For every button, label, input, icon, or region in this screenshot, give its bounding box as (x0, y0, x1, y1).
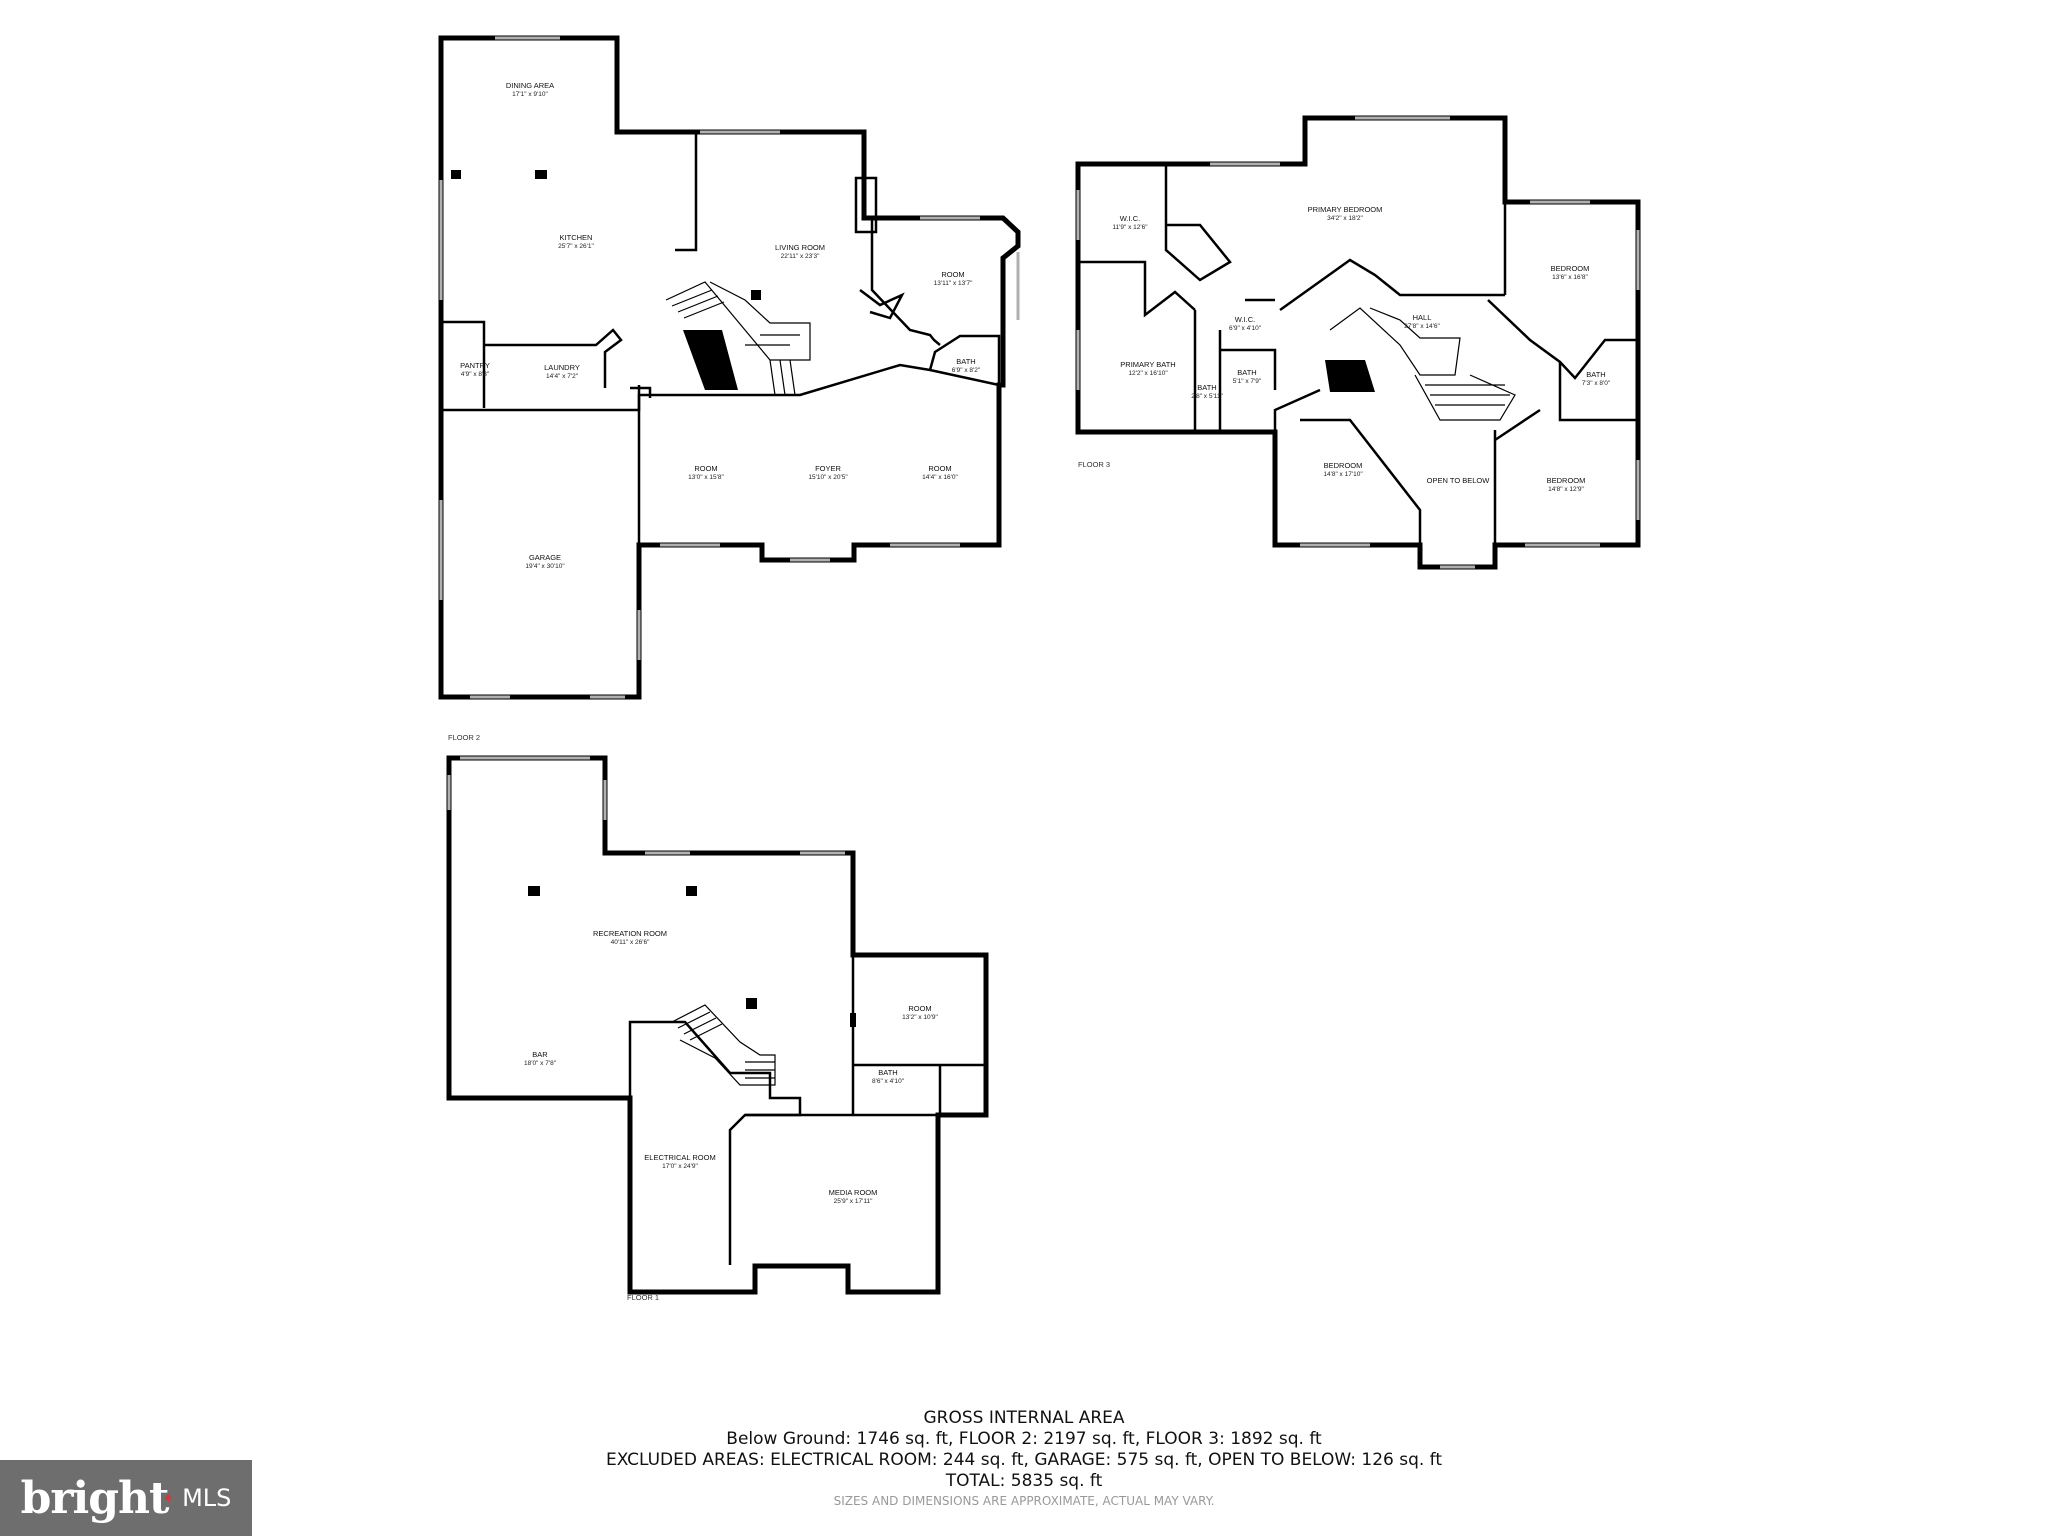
f3-room-name-8: BATH (1586, 370, 1605, 379)
bright-mls-logo: bright ✦ MLS (0, 1460, 252, 1536)
logo-suffix: MLS (182, 1484, 232, 1512)
floor-2-label: FLOOR 2 (448, 733, 480, 742)
f2-room-name-6: BATH (956, 357, 975, 366)
f3-room-dims-3: 6'9" x 4'10" (1229, 325, 1262, 332)
f2-room-dims-6: 6'9" x 8'2" (952, 367, 981, 374)
logo-star-icon: ✦ (162, 1489, 175, 1506)
f1-room-name-4: ELECTRICAL ROOM (644, 1153, 715, 1162)
gross-internal-area: GROSS INTERNAL AREA Below Ground: 1746 s… (0, 1408, 2048, 1510)
f2-room-dims-0: 17'1" x 9'10" (512, 91, 548, 98)
f2-room-name-8: FOYER (815, 464, 841, 473)
f3-room-dims-8: 7'3" x 8'0" (1582, 380, 1611, 387)
f3-room-name-7: BATH (1197, 383, 1216, 392)
f2-room-dims-8: 15'10" x 20'5" (808, 474, 848, 481)
f1-room-dims-2: 8'6" x 4'10" (872, 1078, 905, 1085)
f3-room-dims-0: 11'9" x 12'6" (1112, 224, 1148, 231)
f2-room-name-5: LAUNDRY (544, 363, 580, 372)
f1-room-name-1: ROOM (908, 1004, 931, 1013)
f2-room-name-0: DINING AREA (506, 81, 554, 90)
f3-room-name-10: OPEN TO BELOW (1427, 476, 1491, 485)
floor-2-plan: DINING AREA 17'1" x 9'10" KITCHEN 25'7" … (438, 35, 1021, 742)
area-line-3: TOTAL: 5835 sq. ft (945, 1471, 1103, 1491)
f3-room-name-1: PRIMARY BEDROOM (1308, 205, 1383, 214)
f3-room-dims-1: 34'2" x 18'2" (1327, 215, 1363, 222)
floor-1-plan: RECREATION ROOM 40'11" x 26'6" ROOM 13'2… (446, 755, 989, 1302)
f3-room-name-3: W.I.C. (1235, 315, 1255, 324)
floor-1-stair (671, 1004, 776, 1086)
f3-room-dims-5: 12'2" x 16'10" (1128, 370, 1168, 377)
f2-room-dims-3: 13'11" x 13'7" (934, 280, 973, 287)
f3-room-name-0: W.I.C. (1120, 214, 1140, 223)
f3-room-dims-9: 14'8" x 17'10" (1323, 471, 1363, 478)
f3-room-dims-11: 14'8" x 12'9" (1548, 486, 1584, 493)
f2-room-name-9: ROOM (928, 464, 951, 473)
logo-brand: bright (20, 1472, 170, 1524)
f3-room-dims-2: 13'6" x 16'8" (1552, 274, 1588, 281)
f2-room-dims-9: 14'4" x 16'0" (922, 474, 958, 481)
floor-2-stair (665, 281, 811, 396)
f1-room-name-5: MEDIA ROOM (829, 1188, 878, 1197)
floor-3-label: FLOOR 3 (1078, 460, 1110, 469)
f3-room-dims-7: 2'8" x 5'11" (1191, 393, 1223, 400)
f2-room-name-4: PANTRY (460, 361, 490, 370)
f2-room-dims-2: 22'11" x 23'3" (781, 253, 820, 260)
f3-room-name-6: BATH (1237, 368, 1256, 377)
area-line-1: Below Ground: 1746 sq. ft, FLOOR 2: 2197… (726, 1429, 1322, 1449)
f1-room-dims-3: 18'0" x 7'8" (524, 1060, 557, 1067)
f1-room-name-3: BAR (532, 1050, 548, 1059)
f2-room-dims-4: 4'9" x 8'8" (461, 371, 490, 378)
floor-1-label: FLOOR 1 (627, 1293, 659, 1302)
area-title: GROSS INTERNAL AREA (923, 1408, 1125, 1428)
f2-room-name-3: ROOM (941, 270, 964, 279)
f2-room-name-10: GARAGE (529, 553, 561, 562)
floor-3-plan: W.I.C. 11'9" x 12'6" PRIMARY BEDROOM 34'… (1075, 115, 1641, 570)
f1-room-dims-5: 25'9" x 17'11" (834, 1198, 873, 1205)
f3-room-dims-4: 27'8" x 14'6" (1404, 323, 1440, 330)
f1-room-name-0: RECREATION ROOM (593, 929, 667, 938)
f3-room-name-4: HALL (1413, 313, 1432, 322)
f2-room-dims-7: 13'0" x 15'8" (688, 474, 724, 481)
f2-room-dims-5: 14'4" x 7'2" (546, 373, 579, 380)
f3-room-name-11: BEDROOM (1547, 476, 1586, 485)
f1-room-dims-4: 17'0" x 24'9" (662, 1163, 698, 1170)
area-line-2: EXCLUDED AREAS: ELECTRICAL ROOM: 244 sq.… (605, 1450, 1443, 1470)
f2-room-name-2: LIVING ROOM (775, 243, 825, 252)
f1-room-name-2: BATH (878, 1068, 897, 1077)
floor-3-stair (1325, 307, 1516, 421)
f1-room-dims-0: 40'11" x 26'6" (611, 939, 650, 946)
f3-room-name-9: BEDROOM (1324, 461, 1363, 470)
f2-room-name-1: KITCHEN (560, 233, 593, 242)
f3-room-name-2: BEDROOM (1551, 264, 1590, 273)
f2-room-dims-1: 25'7" x 26'1" (558, 243, 594, 250)
f3-room-name-5: PRIMARY BATH (1120, 360, 1175, 369)
area-note: SIZES AND DIMENSIONS ARE APPROXIMATE, AC… (833, 1494, 1215, 1508)
f2-room-dims-10: 19'4" x 30'10" (525, 563, 565, 570)
f2-room-name-7: ROOM (694, 464, 717, 473)
f3-room-dims-6: 5'1" x 7'9" (1233, 378, 1262, 385)
f1-room-dims-1: 13'2" x 10'9" (902, 1014, 938, 1021)
